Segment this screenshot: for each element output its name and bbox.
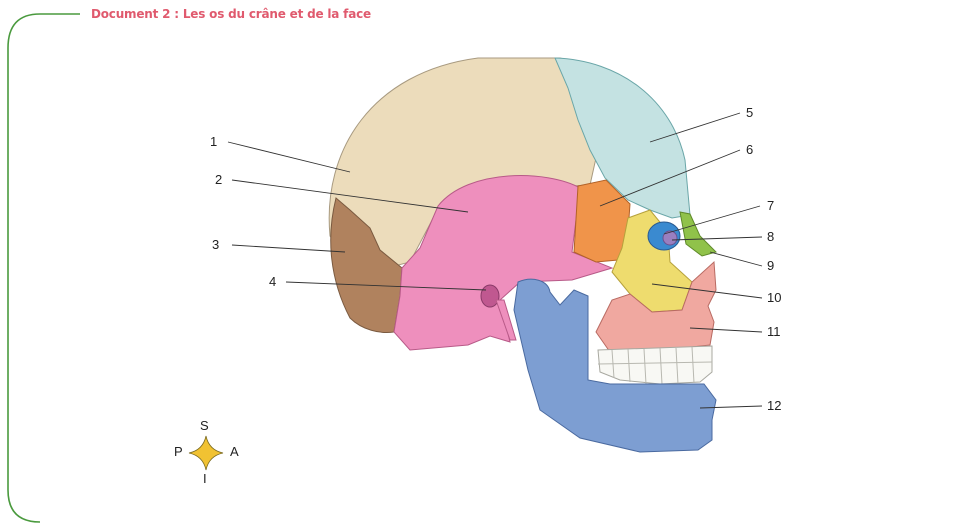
label-5: 5 — [746, 105, 753, 120]
compass-star-icon — [189, 436, 223, 470]
label-10: 10 — [767, 290, 781, 305]
ear-canal — [481, 285, 499, 307]
label-12: 12 — [767, 398, 781, 413]
label-6: 6 — [746, 142, 753, 157]
document-title: Document 2 : Les os du crâne et de la fa… — [91, 7, 371, 21]
label-9: 9 — [767, 258, 774, 273]
label-3: 3 — [212, 237, 219, 252]
nasal-bone — [680, 212, 716, 256]
skull-illustration — [329, 58, 716, 452]
compass-anterior: A — [230, 444, 239, 459]
leader-line-3 — [232, 245, 345, 252]
label-8: 8 — [767, 229, 774, 244]
label-2: 2 — [215, 172, 222, 187]
teeth — [598, 346, 712, 384]
label-11: 11 — [767, 324, 781, 339]
label-4: 4 — [269, 274, 276, 289]
compass-inferior: I — [203, 471, 207, 486]
label-7: 7 — [767, 198, 774, 213]
leader-line-1 — [228, 142, 350, 172]
orientation-compass — [189, 436, 223, 470]
compass-superior: S — [200, 418, 209, 433]
document-frame — [8, 14, 80, 522]
label-1: 1 — [210, 134, 217, 149]
lacrimal-bone — [663, 231, 677, 245]
compass-posterior: P — [174, 444, 183, 459]
leader-line-9 — [710, 252, 762, 266]
